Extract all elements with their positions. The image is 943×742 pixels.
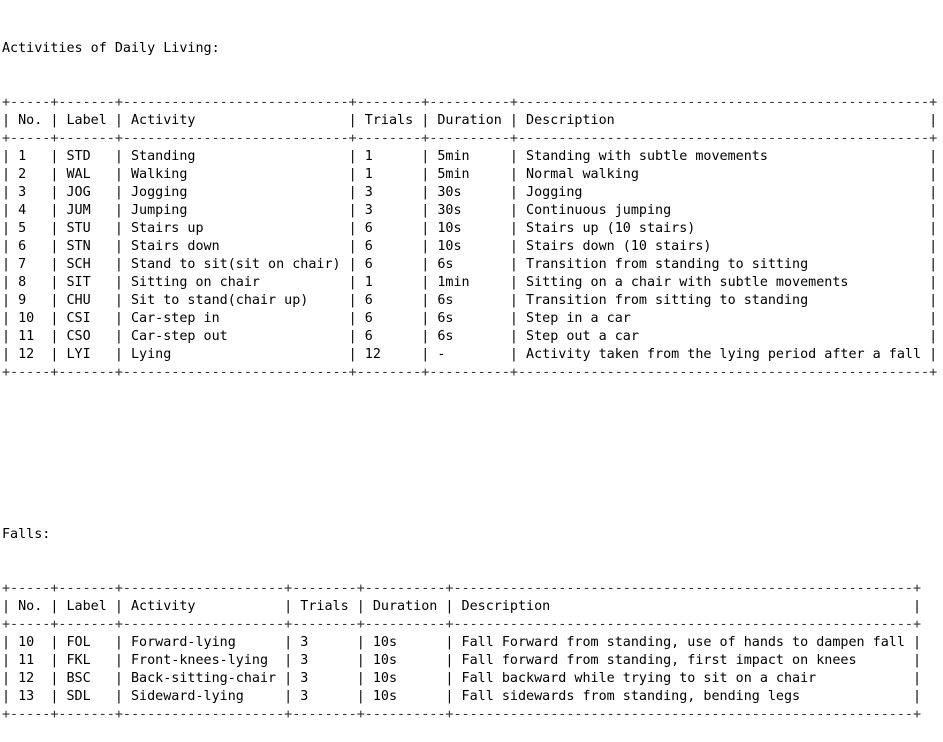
table-row: | 5 | STU | Stairs up | 6 | 10s | Stairs…: [2, 221, 938, 236]
table-row: | 3 | JOG | Jogging | 3 | 30s | Jogging …: [2, 185, 938, 200]
table-row: | 12 | LYI | Lying | 12 | - | Activity t…: [2, 347, 938, 362]
adl-table: +-----+-------+-------------------------…: [2, 94, 937, 382]
table-separator: +-----+-------+--------------------+----…: [2, 581, 922, 596]
table-row: | 8 | SIT | Sitting on chair | 1 | 1min …: [2, 275, 938, 290]
adl-header-row: | No. | Label | Activity | Trials | Dura…: [2, 113, 938, 128]
table-separator: +-----+-------+-------------------------…: [2, 365, 938, 380]
table-row: | 1 | STD | Standing | 1 | 5min | Standi…: [2, 149, 938, 164]
table-row: | 6 | STN | Stairs down | 6 | 10s | Stai…: [2, 239, 938, 254]
table-separator: +-----+-------+-------------------------…: [2, 95, 938, 110]
table-row: | 9 | CHU | Sit to stand(chair up) | 6 |…: [2, 293, 938, 308]
table-separator: +-----+-------+--------------------+----…: [2, 707, 922, 722]
blank-line: [2, 472, 937, 490]
falls-table: +-----+-------+--------------------+----…: [2, 580, 937, 724]
table-row: | 10 | CSI | Car-step in | 6 | 6s | Step…: [2, 311, 938, 326]
table-row: | 11 | FKL | Front-knees-lying | 3 | 10s…: [2, 653, 922, 668]
table-row: | 11 | CSO | Car-step out | 6 | 6s | Ste…: [2, 329, 938, 344]
falls-title: Falls:: [2, 527, 51, 542]
table-row: | 10 | FOL | Forward-lying | 3 | 10s | F…: [2, 635, 922, 650]
table-row: | 12 | BSC | Back-sitting-chair | 3 | 10…: [2, 671, 922, 686]
blank-line: [2, 418, 937, 436]
adl-title: Activities of Daily Living:: [2, 41, 220, 56]
table-separator: +-----+-------+--------------------+----…: [2, 617, 922, 632]
terminal-output: Activities of Daily Living: +-----+-----…: [2, 4, 937, 742]
table-row: | 2 | WAL | Walking | 1 | 5min | Normal …: [2, 167, 938, 182]
table-row: | 4 | JUM | Jumping | 3 | 30s | Continuo…: [2, 203, 938, 218]
table-row: | 7 | SCH | Stand to sit(sit on chair) |…: [2, 257, 938, 272]
falls-header-row: | No. | Label | Activity | Trials | Dura…: [2, 599, 922, 614]
table-row: | 13 | SDL | Sideward-lying | 3 | 10s | …: [2, 689, 922, 704]
table-separator: +-----+-------+-------------------------…: [2, 131, 938, 146]
